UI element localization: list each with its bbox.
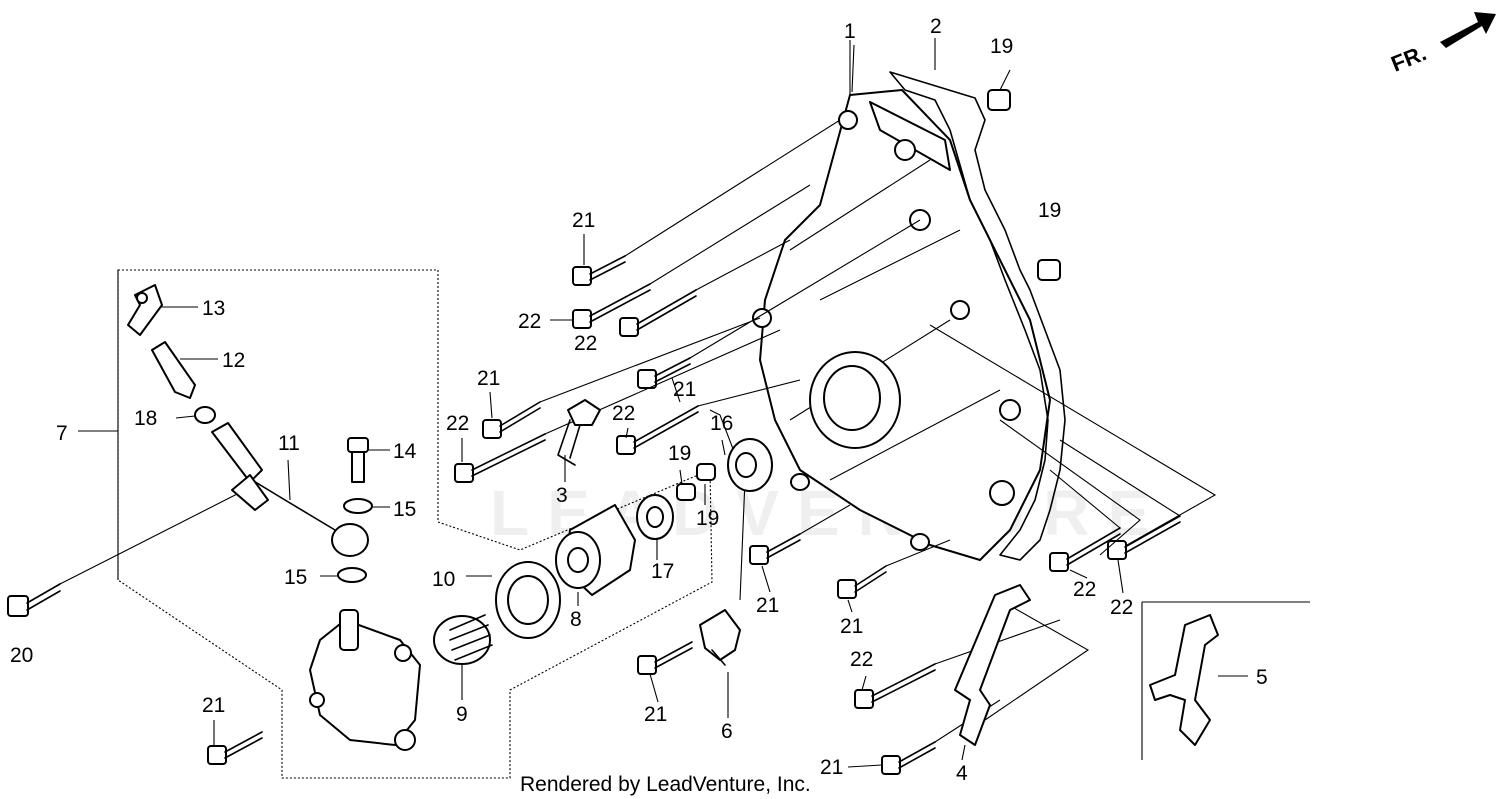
bolt-20[interactable] (7, 583, 61, 617)
dowel-pin-19-small-b[interactable] (696, 463, 716, 481)
dowel-pin-19-small-a[interactable] (676, 483, 696, 501)
callout-5: 5 (1256, 666, 1268, 689)
group-bracket-7 (78, 269, 713, 779)
callout-11: 11 (278, 432, 300, 455)
impeller-part-8[interactable] (555, 504, 636, 596)
callout-22: 22 (1073, 578, 1096, 601)
bolt-21-mid[interactable] (637, 357, 691, 389)
callout-2: 2 (930, 15, 942, 38)
callout-19: 19 (1038, 199, 1061, 222)
callout-13: 13 (202, 297, 225, 320)
bolt-22-top-a[interactable] (572, 283, 651, 329)
callout-3: 3 (556, 484, 568, 507)
callout-22: 22 (446, 412, 469, 435)
callout-22: 22 (518, 310, 541, 333)
callout-21: 21 (477, 367, 500, 390)
pump-housing[interactable] (309, 609, 421, 751)
bolt-22-top-b[interactable] (619, 289, 697, 337)
bracket-part-5[interactable] (1149, 614, 1219, 746)
bolt-22-mid[interactable] (616, 405, 699, 455)
callout-8: 8 (570, 608, 582, 631)
bolt-21-bottom[interactable] (881, 741, 936, 775)
sensor-part-12[interactable] (151, 341, 196, 399)
callout-12: 12 (222, 349, 245, 372)
callout-22: 22 (612, 402, 635, 425)
bolt-part-14[interactable] (347, 437, 369, 483)
front-direction-indicator: FR. (1388, 12, 1496, 77)
callout-4: 4 (956, 762, 968, 785)
callout-21: 21 (644, 703, 667, 726)
callout-14: 14 (393, 440, 417, 463)
oil-seal-part-16[interactable] (727, 438, 773, 492)
callout-21: 21 (840, 615, 863, 638)
bolt-21-right-center[interactable] (837, 565, 887, 599)
callout-15: 15 (393, 498, 416, 521)
callout-9: 9 (456, 703, 468, 726)
callout-7: 7 (56, 422, 68, 445)
bolt-21-lower-center[interactable] (637, 641, 693, 675)
callout-10: 10 (432, 568, 455, 591)
callout-19: 19 (696, 507, 719, 530)
callout-21: 21 (673, 378, 696, 401)
clamp-part-13[interactable] (127, 284, 163, 336)
callout-19: 19 (990, 35, 1013, 58)
arrow-icon (1440, 12, 1496, 48)
label-leaders (160, 44, 1248, 768)
callout-21: 21 (572, 209, 595, 232)
spring-part-9[interactable] (433, 614, 493, 665)
callout-21: 21 (820, 756, 843, 779)
callout-21: 21 (756, 594, 779, 617)
callout-22: 22 (850, 648, 873, 671)
o-ring-part-18[interactable] (194, 406, 216, 424)
callout-22: 22 (1110, 596, 1133, 619)
bolt-22-lower[interactable] (854, 663, 936, 709)
callout-16: 16 (710, 412, 733, 435)
dowel-pin-19-upper[interactable] (987, 89, 1011, 111)
credit-text: Rendered by LeadVenture, Inc. (520, 773, 811, 796)
callout-21: 21 (202, 694, 225, 717)
gasket-part-2[interactable] (889, 71, 1066, 561)
callout-6: 6 (721, 720, 733, 743)
callout-labels: 1 2 19 19 21 22 22 13 12 7 18 11 14 15 1… (10, 15, 1268, 785)
bolt-21-bottom-left[interactable] (207, 731, 263, 765)
callout-20: 20 (10, 644, 33, 667)
bolt-21-left[interactable] (482, 401, 541, 439)
bracket-part-4[interactable] (954, 584, 1031, 746)
callout-19: 19 (668, 442, 691, 465)
bolt-21-center[interactable] (749, 533, 801, 565)
bearing-part-17[interactable] (636, 494, 674, 540)
wire-clip-part-3[interactable] (557, 399, 601, 466)
direction-label: FR. (1388, 40, 1430, 76)
washer-part-15-upper[interactable] (343, 498, 373, 514)
seal-part-10[interactable] (495, 561, 561, 639)
bolt-22-right-a[interactable] (1049, 527, 1121, 572)
cover-part-1[interactable] (752, 89, 1051, 561)
callout-15: 15 (284, 566, 307, 589)
callout-22: 22 (574, 332, 597, 355)
callout-18: 18 (134, 407, 157, 430)
washer-part-15-lower[interactable] (337, 567, 367, 583)
bolt-21-top[interactable] (572, 255, 626, 286)
wire-harness-part-11[interactable] (211, 422, 369, 557)
bolt-22-left-long[interactable] (454, 433, 546, 483)
callout-1: 1 (844, 20, 856, 43)
bolt-22-right-b[interactable] (1107, 515, 1181, 560)
bracket-part-6[interactable] (699, 609, 741, 666)
callout-17: 17 (651, 560, 674, 583)
dowel-pin-19-middle[interactable] (1037, 259, 1061, 281)
